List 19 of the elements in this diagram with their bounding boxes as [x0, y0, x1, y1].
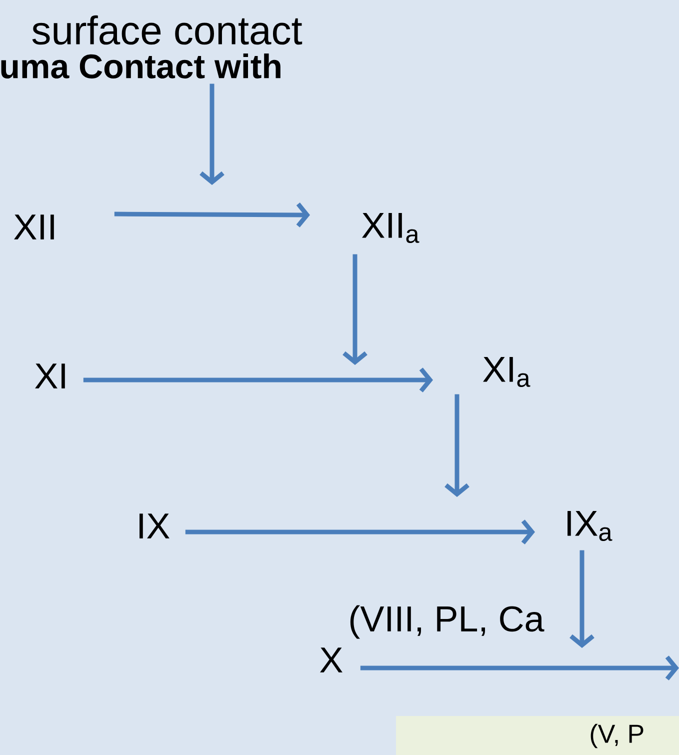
factor-label: XI$_{a}$	[483, 357, 530, 387]
arrow	[360, 656, 679, 680]
arrow	[83, 368, 433, 392]
factor-label: IX$_{a}$	[568, 511, 612, 541]
cofactor-label: (VIII, PL, Ca	[350, 605, 544, 639]
arrow	[444, 394, 470, 497]
factor-label: XII$_{a}$	[362, 213, 420, 244]
arrow	[342, 254, 368, 365]
trigger-text: uma Contact with	[1, 54, 280, 78]
arrow	[114, 202, 310, 228]
factor-box: (V, P	[396, 716, 679, 755]
factor-label: XI	[35, 364, 65, 388]
factor-label: IX	[140, 514, 170, 538]
factor-label: X	[320, 648, 342, 672]
trigger-text: surface contact	[32, 15, 302, 45]
arrow	[185, 520, 535, 544]
arrow	[570, 550, 594, 648]
factor-label: XII	[14, 214, 54, 240]
arrow	[200, 84, 224, 185]
